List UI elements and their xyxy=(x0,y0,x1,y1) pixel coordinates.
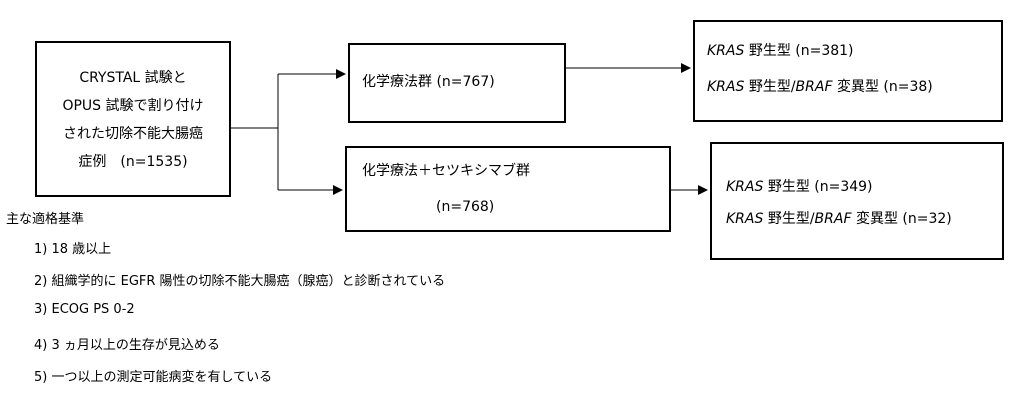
chemo-result-row-2: KRAS 野生型/BRAF 変異型 (n=38) xyxy=(707,79,933,95)
chemo-arm-box: 化学療法群 (n=767) xyxy=(348,43,566,123)
criteria-item: 3) ECOG PS 0-2 xyxy=(34,302,135,317)
cetuximab-arm-n: (n=768) xyxy=(436,199,495,215)
source-line-2: OPUS 試験で割り付け xyxy=(62,98,204,114)
source-line-1: CRYSTAL 試験と xyxy=(79,70,187,86)
source-population-box: CRYSTAL 試験と OPUS 試験で割り付け された切除不能大腸癌 症例 (… xyxy=(35,41,231,197)
source-line-3: された切除不能大腸癌 xyxy=(63,126,203,142)
gene-braf: BRAF xyxy=(795,79,833,95)
gene-kras: KRAS xyxy=(707,79,745,95)
gene-braf: BRAF xyxy=(814,211,852,227)
source-line-4: 症例 (n=1535) xyxy=(78,154,188,170)
cetuximab-result-box: KRAS 野生型 (n=349) KRAS 野生型/BRAF 変異型 (n=32… xyxy=(710,142,1004,260)
cetuximab-result-row-1: KRAS 野生型 (n=349) xyxy=(726,179,873,195)
gene-kras: KRAS xyxy=(726,211,764,227)
criteria-item: 2) 組織学的に EGFR 陽性の切除不能大腸癌（腺癌）と診断されている xyxy=(34,274,446,289)
criteria-title: 主な適格基準 xyxy=(6,212,85,227)
criteria-item: 5) 一つ以上の測定可能病変を有している xyxy=(34,370,273,385)
cetuximab-arm-label: 化学療法＋セツキシマブ群 xyxy=(362,163,530,179)
chemo-arm-label: 化学療法群 (n=767) xyxy=(362,74,495,90)
criteria-item: 1) 18 歳以上 xyxy=(34,242,112,257)
chemo-result-row-1: KRAS 野生型 (n=381) xyxy=(707,43,854,59)
gene-kras: KRAS xyxy=(726,179,764,195)
gene-kras: KRAS xyxy=(707,43,745,59)
criteria-item: 4) 3 ヵ月以上の生存が見込める xyxy=(34,338,220,353)
cetuximab-result-row-2: KRAS 野生型/BRAF 変異型 (n=32) xyxy=(726,211,952,227)
cetuximab-arm-box: 化学療法＋セツキシマブ群 (n=768) xyxy=(345,146,671,232)
chemo-result-box: KRAS 野生型 (n=381) KRAS 野生型/BRAF 変異型 (n=38… xyxy=(693,20,1003,122)
